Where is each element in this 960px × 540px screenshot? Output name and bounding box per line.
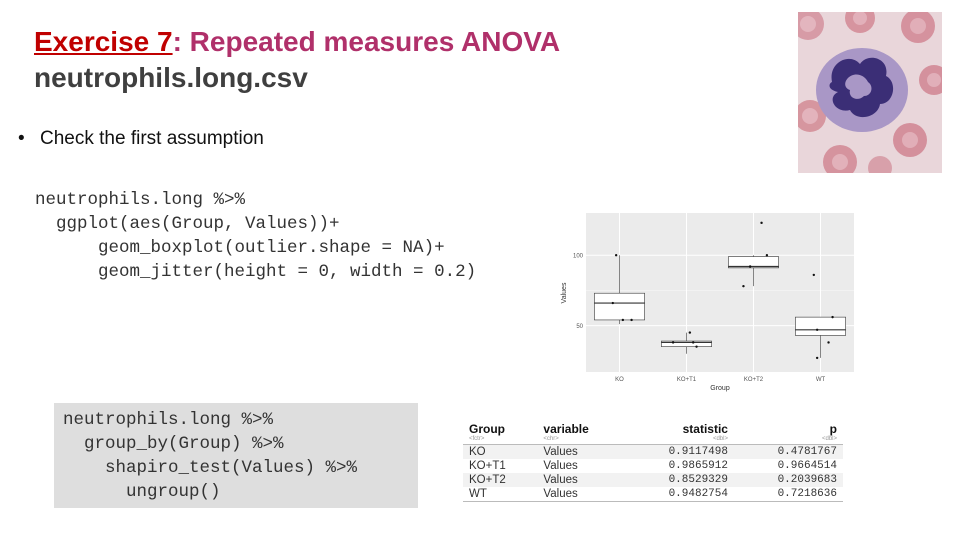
table-cell: KO+T1 [469, 460, 506, 472]
code-line: ggplot(aes(Group, Values))+ [35, 214, 340, 234]
x-tick-label: WT [816, 377, 826, 383]
data-point [812, 273, 815, 277]
column-header: p [829, 422, 837, 436]
table-type-row: <fctr> <chr> <dbl> <dbl> [463, 436, 843, 445]
slide-title: Exercise 7: Repeated measures ANOVA neut… [34, 24, 560, 96]
data-point [688, 331, 692, 334]
column-header: statistic [682, 422, 728, 436]
column-type: <fctr> [463, 436, 538, 445]
data-point [827, 341, 830, 344]
y-tick-labels: 50 100 [573, 254, 584, 330]
title-filename: neutrophils.long.csv [34, 62, 308, 93]
ggplot-code-block: neutrophils.long %>% ggplot(aes(Group, V… [35, 188, 476, 284]
data-point [765, 254, 769, 257]
table-cell: 0.4781767 [733, 444, 843, 459]
data-point [831, 315, 834, 319]
column-type: <dbl> [624, 436, 734, 445]
table-cell: 0.2039683 [733, 473, 843, 487]
data-point [611, 301, 614, 305]
y-tick-label: 50 [576, 324, 583, 330]
bullet-dot-icon: • [18, 128, 25, 149]
data-point [760, 221, 763, 225]
table-cell: Values [537, 487, 625, 502]
code-line: geom_jitter(height = 0, width = 0.2) [35, 262, 477, 282]
data-point [815, 328, 819, 331]
data-point [614, 254, 618, 257]
points-layer [611, 221, 834, 360]
column-type: <chr> [537, 436, 625, 445]
table-row: WT Values 0.9482754 0.7218636 [463, 487, 843, 502]
table-cell: Values [537, 444, 625, 459]
code-line: neutrophils.long %>% [63, 410, 274, 430]
table-cell: 0.9664514 [777, 460, 837, 472]
data-point [748, 265, 752, 268]
data-point [671, 341, 675, 344]
column-header: variable [543, 422, 589, 436]
y-axis-label: Values [561, 282, 568, 303]
data-point [815, 356, 819, 360]
boxes-layer [594, 255, 846, 358]
table-cell: WT [463, 487, 538, 502]
table-cell: Values [543, 460, 578, 472]
x-tick-label: KO+T1 [677, 377, 697, 383]
data-point [695, 345, 698, 348]
x-tick-label: KO+T2 [744, 377, 764, 383]
box-body [795, 316, 846, 336]
table-row: KO+T1 Values 0.9865912 0.9664514 [463, 459, 843, 473]
title-topic: Repeated measures ANOVA [181, 26, 561, 57]
bullet-item: • Check the first assumption [18, 128, 264, 150]
table-cell: 0.9482754 [624, 487, 734, 502]
code-line: geom_boxplot(outlier.shape = NA)+ [35, 238, 445, 258]
box-body [728, 256, 779, 269]
data-point [692, 341, 695, 344]
table-row: KO Values 0.9117498 0.4781767 [463, 444, 843, 459]
shapiro-code-block: neutrophils.long %>% group_by(Group) %>%… [54, 403, 418, 508]
data-point [630, 318, 633, 322]
table-cell: Values [537, 473, 625, 487]
neutrophil-micrograph [798, 12, 942, 173]
boxplot-chart: 50 100 KO KO+T1 KO+T2 WT Group Values [561, 213, 854, 392]
table-cell: 0.7218636 [733, 487, 843, 502]
code-line: group_by(Group) %>% [63, 434, 284, 454]
table-cell: KO [463, 444, 538, 459]
micrograph-image [798, 12, 942, 173]
code-line: neutrophils.long %>% [35, 190, 246, 210]
column-header: Group [469, 422, 505, 436]
column-type: <dbl> [733, 436, 843, 445]
title-separator: : [172, 26, 182, 57]
y-tick-label: 100 [573, 254, 584, 260]
box-body [661, 340, 712, 347]
table-cell: 0.8529329 [624, 473, 734, 487]
box-body [594, 292, 645, 321]
title-line-1: Exercise 7: Repeated measures ANOVA [34, 24, 560, 60]
x-tick-labels: KO KO+T1 KO+T2 WT [615, 377, 825, 383]
table-cell: 0.9117498 [624, 444, 734, 459]
table-cell: KO+T2 [463, 473, 538, 487]
table-row: KO+T2 Values 0.8529329 0.2039683 [463, 473, 843, 487]
plot-panel [586, 213, 854, 372]
table-cell: 0.9865912 [668, 460, 728, 472]
code-line: ungroup() [63, 482, 221, 502]
shapiro-results-table: Group variable statistic p <fctr> <chr> … [463, 420, 843, 502]
data-point [621, 318, 625, 322]
bullet-text: Check the first assumption [40, 128, 264, 149]
table-header-row: Group variable statistic p [463, 420, 843, 436]
x-tick-label: KO [615, 377, 624, 383]
x-axis-label: Group [710, 385, 730, 392]
data-point [742, 284, 745, 288]
exercise-label: Exercise 7 [34, 26, 173, 57]
code-line: shapiro_test(Values) %>% [63, 458, 358, 478]
